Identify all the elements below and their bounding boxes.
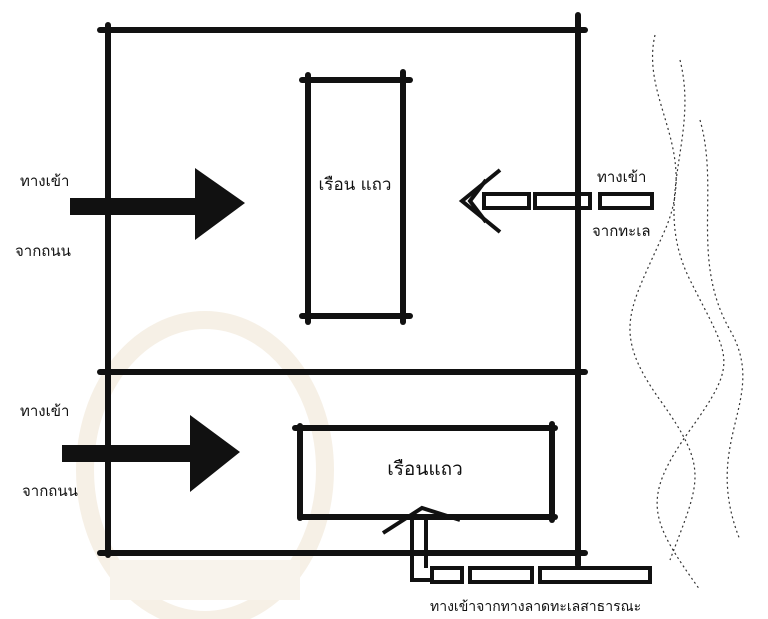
watermark-seal bbox=[76, 311, 334, 619]
upper-road-label-line2: จากถนน bbox=[15, 242, 71, 260]
beach-entrance-caption: ทางเข้าจากทางลาดทะเลสาธารณะ bbox=[430, 599, 641, 615]
upper-building-label: เรือน แถว bbox=[319, 175, 392, 195]
upper-building bbox=[299, 69, 413, 325]
beach-entrance-arrow bbox=[381, 505, 652, 584]
road-entrance-arrow-upper bbox=[70, 168, 245, 240]
road-entrance-arrow-lower bbox=[62, 415, 240, 492]
sea-entrance-arrow-upper bbox=[458, 168, 654, 234]
lower-road-label-line1: ทางเข้า bbox=[20, 402, 69, 420]
lower-road-label-line2: จากถนน bbox=[22, 482, 78, 500]
lower-building bbox=[292, 421, 558, 523]
site-boundary bbox=[97, 12, 588, 568]
sea-lines bbox=[629, 34, 744, 591]
upper-sea-label-line1: ทางเข้า bbox=[597, 168, 646, 186]
upper-road-label-line1: ทางเข้า bbox=[20, 172, 69, 190]
lower-building-label: เรือนแถว bbox=[387, 458, 463, 480]
upper-sea-label-line2: จากทะเล bbox=[592, 222, 651, 240]
